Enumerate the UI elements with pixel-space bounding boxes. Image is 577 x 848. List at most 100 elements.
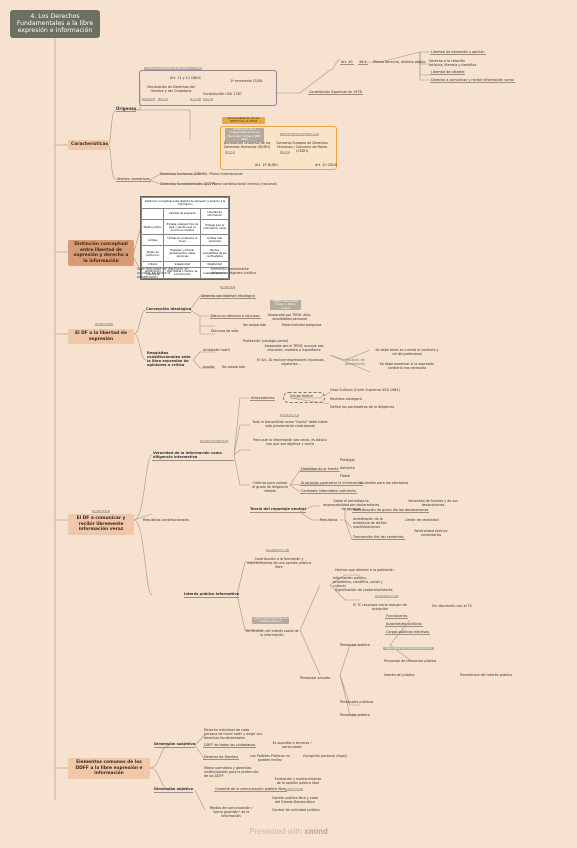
node-ver-j[interactable]: Fiabilidad de la fuente	[300, 467, 340, 472]
node-ver-n[interactable]: Solvente	[340, 466, 355, 470]
node-constitucion-usa[interactable]: Constitución USA 1787	[203, 92, 242, 96]
node-ver-h[interactable]: Para que la información sea veraz, es bá…	[253, 438, 327, 446]
node-dh[interactable]: Derechos humanos (DDHH)	[160, 172, 207, 176]
node-conc-f[interactable]: No amparado	[243, 323, 266, 327]
node-rep-h[interactable]: Veracidad de fuentes y de sus declaracio…	[408, 499, 458, 507]
node-int-d[interactable]: Hechos que afectan a la población	[335, 568, 394, 572]
node-int-l[interactable]: Personajes públicos	[340, 700, 374, 704]
node-d-obj[interactable]: Dimensión objetiva	[154, 787, 194, 793]
node-art20-1[interactable]: 20.1	[358, 60, 368, 65]
node-distincion-nota2[interactable]: elemento preeminente determina régimen j…	[211, 267, 256, 275]
node-int-a[interactable]: Contribución a la formación y mantenimie…	[247, 557, 311, 569]
node-int-o[interactable]: Cargos públicos electivos	[385, 630, 431, 635]
node-ver-e[interactable]: Reckless disregard	[330, 397, 362, 401]
node-rep-label[interactable]: Teoría del reportaje neutral	[250, 507, 306, 513]
node-proteccion[interactable]: Protección de la Independencia de las Na…	[225, 127, 264, 142]
node-ver-label[interactable]: Veracidad de la información como diligen…	[152, 450, 234, 461]
node-dh-plano[interactable]: Plano internacional	[210, 172, 243, 176]
origenes-label[interactable]: Orígenes	[116, 106, 137, 112]
node-int-r[interactable]: Personaje privado	[300, 676, 331, 680]
node-int-i[interactable]: El TC reconoce cierto margen de actuació…	[353, 603, 407, 611]
node-o3[interactable]: Pluralismo	[285, 787, 303, 792]
node-conc-c[interactable]: STEDH Handyside (Vogel v. Reino Unido)	[270, 299, 301, 311]
node-int-s[interactable]: Personaje de relevancia pública	[384, 659, 437, 663]
node-o1[interactable]: Garantía de la comunicación pública libr…	[214, 787, 287, 792]
node-s1[interactable]: Derecho individual de cada persona de ha…	[204, 728, 262, 740]
node-ver-l[interactable]: Contraste informativo suficiente	[300, 489, 357, 494]
node-d-sub[interactable]: Dimensión subjetiva	[154, 742, 196, 748]
node-req-c[interactable]: Insulto	[203, 365, 215, 369]
node-ver-o[interactable]: Fiable	[340, 474, 350, 478]
node-int-c[interactable]: Verificación del interés social de la in…	[245, 629, 299, 637]
node-art11[interactable]: Art. 11 y 11 DDHC	[170, 76, 202, 80]
topic-df-comunicar[interactable]: El DF a comunicar y recibir libremente i…	[68, 514, 134, 535]
topic-elementos[interactable]: Elementos comunes de los DDFF a la libre…	[68, 758, 150, 779]
node-decl-univ[interactable]: Declaración Universal de los Derechos Hu…	[223, 141, 271, 149]
node-s7[interactable]: Excepción personal (legal)	[303, 754, 347, 758]
node-conc-e[interactable]: Discurso de odio	[211, 329, 239, 333]
node-int-label[interactable]: Interés público informativo	[184, 592, 240, 598]
node-ver-k[interactable]: Si se pudo contrastar la información	[300, 481, 364, 486]
node-req-e[interactable]: El Art. 20 excluye expresiones injuriosa…	[257, 358, 325, 366]
node-distincion-nota[interactable]: Gran dificultad de distinción en un caso…	[137, 267, 189, 279]
node-primera-enmienda[interactable]: 1ª enmienda CUSA	[230, 79, 263, 83]
node-o2[interactable]: Formación y mantenimiento de la opinión …	[274, 777, 322, 785]
node-r3[interactable]: Libertad de cátedra	[430, 70, 466, 75]
node-o4[interactable]: Opinión pública libre y valor del Estado…	[271, 796, 319, 804]
node-int-b[interactable]: ¿Qué información es de interés público?	[252, 616, 289, 624]
node-s6[interactable]: Los Poderes Públicos no pueden limitar	[250, 754, 290, 762]
node-convenio[interactable]: Convenio Europeo de Derechos Humanos / C…	[276, 141, 328, 153]
node-conc-g[interactable]: Potencialidad peligrosa	[282, 323, 322, 327]
node-ver-d[interactable]: Actual malice	[290, 394, 313, 398]
node-req-b[interactable]: Amparada por el TEDH, aunque sea chocant…	[264, 344, 324, 352]
node-ver-m[interactable]: Prestigio	[340, 458, 355, 462]
node-ver-f[interactable]: Define los parámetros de la diligencia	[330, 405, 395, 409]
node-int-l2[interactable]: Personaje público	[340, 713, 370, 717]
node-req-r1[interactable]: Se debe tener en cuenta el contexto y ro…	[375, 348, 439, 356]
node-int-m[interactable]: Funcionarios	[385, 614, 409, 619]
node-int-g[interactable]: Significación de contenido/interés	[335, 588, 393, 592]
node-req-r2[interactable]: Se debe examinar si la expresión contrar…	[379, 362, 435, 370]
node-s2[interactable]: DDFF de todos los ciudadanos	[203, 743, 257, 748]
niveles-label[interactable]: Niveles normativos	[116, 177, 151, 182]
node-rep-f[interactable]: Límite de veracidad	[405, 518, 439, 522]
node-req-d[interactable]: No amparado	[222, 365, 245, 369]
node-ce1978[interactable]: Constitución Española de 1978	[308, 90, 363, 95]
node-rep-c[interactable]: Identificación de quien dio las declarac…	[352, 508, 430, 513]
node-declaracion[interactable]: Declaración de Derechos del Hombre y del…	[147, 85, 195, 93]
root-topic[interactable]: 4. Los Derechos Fundamentales a la libre…	[10, 10, 100, 38]
node-rep-b[interactable]: Requisitos	[320, 518, 338, 522]
node-ver-a[interactable]: Antecedentes	[250, 396, 276, 401]
node-ver-b[interactable]: Todo lo transmitido como "hecho" debe ha…	[252, 420, 328, 428]
node-req-a[interactable]: Ambiente hostil	[203, 348, 230, 352]
node-conc-label[interactable]: Concepción ideológica	[146, 307, 192, 313]
node-df-plano[interactable]: Plano constitucional interno (nacional)	[212, 182, 278, 186]
node-ver-i[interactable]: Criterios para valorar el grado de dilig…	[252, 481, 288, 493]
node-conc-h[interactable]: Protección (vestigio penal)	[243, 339, 289, 343]
node-rep-a[interactable]: Sobre el periodista la responsabilidad p…	[322, 499, 380, 511]
node-conc-b[interactable]: Discurso ofensivo o injurioso	[210, 314, 261, 319]
node-rep-g[interactable]: Neutralidad excluye comentarios	[414, 529, 448, 537]
node-int-j[interactable]: Sin discreción con el TC	[432, 604, 473, 608]
node-int-p[interactable]: Personajes de notoriedad pública	[383, 646, 434, 651]
node-int-n[interactable]: Autoridades políticas	[385, 622, 423, 627]
node-ver-c[interactable]: Caso Sullivan (Corte Suprema USA 1964)	[330, 388, 400, 392]
node-o6[interactable]: Control de actividad pública	[272, 808, 320, 812]
topic-df-libertad[interactable]: El DF a la libertad de expresión	[68, 329, 134, 344]
node-int-k[interactable]: Personaje público	[340, 643, 370, 647]
node-conc-a[interactable]: Derecho con libertad ideológica	[200, 294, 256, 299]
topic-distincion[interactable]: Distinción conceptual entre libertad de …	[68, 240, 134, 266]
node-rep-d[interactable]: Acreditación de la existencia de dichas …	[353, 517, 387, 529]
node-s5[interactable]: Es oponible a terceros / particulares	[272, 741, 312, 749]
node-r1[interactable]: Libertad de expresión y opinión	[430, 50, 486, 55]
node-int-e[interactable]: Información política, económica, científ…	[333, 576, 383, 588]
node-req-label[interactable]: Requisitos constitucionales ante la libr…	[147, 351, 191, 367]
node-mismo-derecho[interactable]: Mismo derecho, distinto objeto	[373, 60, 426, 64]
node-conc-d[interactable]: Amparado por TEDH ultra-sensibilidad per…	[267, 313, 312, 321]
node-art19[interactable]: Art. 19 DUDH	[255, 163, 278, 167]
node-df[interactable]: Derechos fundamentales (DDFF)	[160, 182, 216, 186]
topic-caracteristicas[interactable]: Características	[68, 140, 108, 150]
node-rep-e[interactable]: Transmisión fiel del contenido	[352, 535, 405, 540]
node-art20[interactable]: Art. 20	[340, 60, 354, 65]
node-o5[interactable]: Medios de comunicación / "perro guardián…	[209, 806, 253, 818]
